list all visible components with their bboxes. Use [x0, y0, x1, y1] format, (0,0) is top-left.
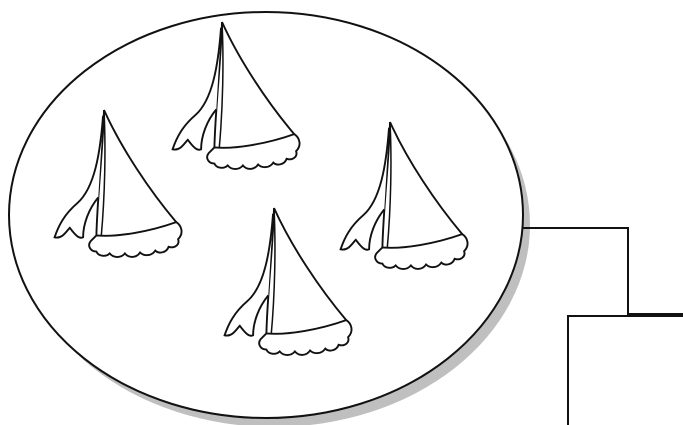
connector-upper: [522, 228, 683, 314]
connector-lower: [568, 316, 683, 425]
connector-lines: [522, 228, 683, 425]
